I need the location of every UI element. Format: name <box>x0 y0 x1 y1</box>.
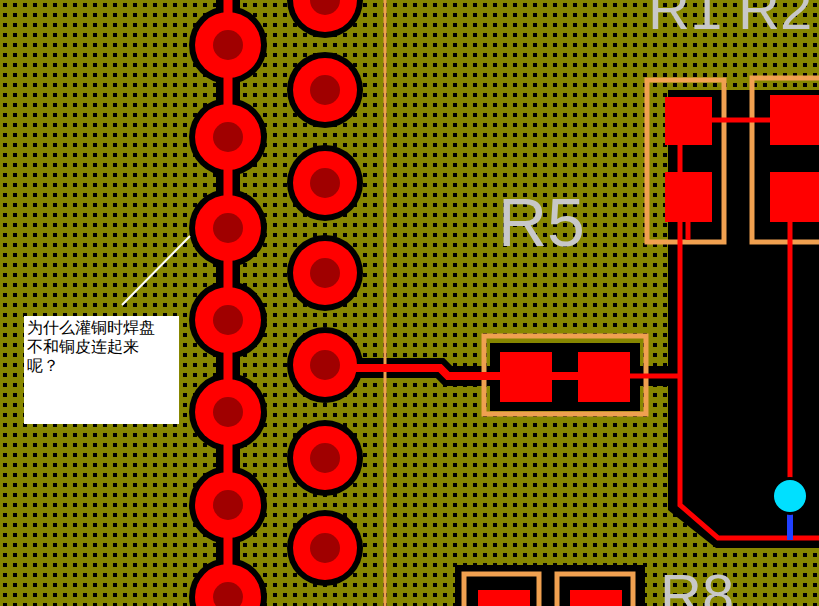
designator-label: R2 <box>738 0 812 38</box>
designator-label: R8 <box>660 566 734 606</box>
callout-text: 为什么灌铜时焊盘不和铜皮连起来呢？ <box>27 318 162 375</box>
callout-box: 为什么灌铜时焊盘不和铜皮连起来呢？ <box>24 316 179 424</box>
designator-label: R1 <box>648 0 722 38</box>
leader-line <box>122 236 190 305</box>
designator-label: R5 <box>498 188 585 256</box>
